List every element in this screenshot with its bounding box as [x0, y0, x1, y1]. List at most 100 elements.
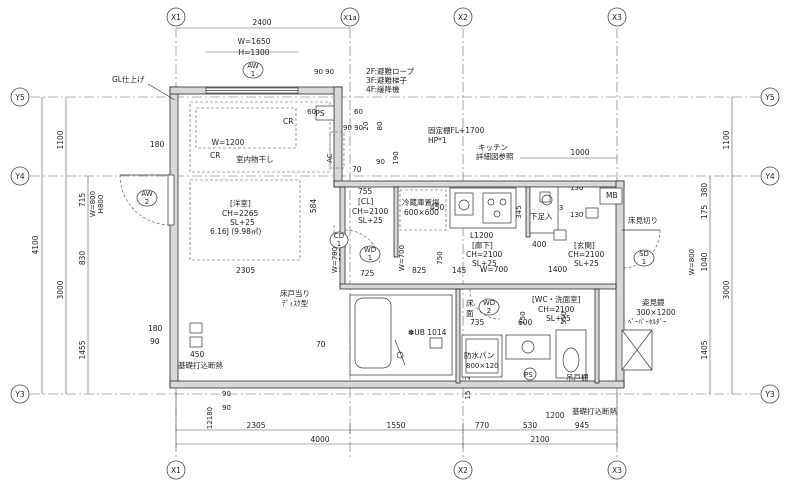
svg-text:300×1200: 300×1200: [636, 308, 676, 317]
svg-text:550: 550: [560, 311, 568, 324]
window-tag-aw1: AW 1: [242, 61, 264, 79]
svg-text:Y5: Y5: [764, 93, 775, 102]
svg-text:W=800: W=800: [89, 191, 97, 217]
svg-text:20: 20: [362, 122, 370, 131]
svg-text:AW: AW: [141, 190, 152, 198]
svg-text:770: 770: [475, 421, 490, 430]
ps-label-2: PS: [524, 371, 533, 379]
svg-text:1455: 1455: [78, 340, 87, 359]
svg-text:450: 450: [190, 350, 205, 359]
wc-title: [WC・洗面室]: [532, 294, 581, 304]
svg-text:90: 90: [376, 158, 385, 166]
kitchen-label: キッチン: [478, 143, 508, 152]
grid-bubble-x3-bottom: X3: [607, 460, 627, 480]
insulation-label-left: 基礎打込断熱: [178, 360, 223, 370]
svg-text:175: 175: [700, 205, 709, 220]
window-tag-aw2: AW 2: [136, 189, 158, 207]
svg-text:2400: 2400: [252, 18, 271, 27]
svg-text:X1: X1: [171, 466, 181, 475]
svg-text:1: 1: [251, 70, 255, 78]
mb-label: MB: [606, 191, 618, 200]
doorstop-label: 床戸当り: [280, 288, 310, 298]
svg-text:725: 725: [360, 269, 375, 278]
grid-bubble-x2-top: X2: [453, 7, 473, 27]
cr-label-2: CR: [210, 151, 220, 160]
grid-bubble-y4-right: Y4: [760, 166, 780, 186]
paper-holder-label: ﾍﾟｰﾊﾟｰﾎﾙﾀﾞｰ: [628, 318, 667, 326]
svg-text:W=780: W=780: [331, 247, 339, 273]
l1200-label: L1200: [470, 231, 493, 240]
evac-label-3: 4F:緩降機: [366, 84, 400, 94]
svg-text:1200: 1200: [545, 411, 564, 420]
svg-text:90 90: 90 90: [343, 124, 363, 132]
hanging-cabinet-label: 吊戸棚: [566, 372, 589, 382]
grid-bubble-x2-bottom: X2: [453, 460, 473, 480]
svg-text:600×600: 600×600: [404, 208, 439, 217]
svg-text:830: 830: [78, 251, 87, 266]
svg-text:345: 345: [515, 205, 523, 218]
svg-text:755: 755: [358, 187, 373, 196]
grid-bubble-y3-right: Y3: [760, 384, 780, 404]
grid-bubbles: X1 X1a X2 X3 X1 X2 X3 Y5 Y4 Y3 Y5 Y4 Y3: [10, 7, 780, 480]
svg-text:SL+25: SL+25: [230, 218, 255, 227]
svg-text:X3: X3: [612, 13, 622, 22]
svg-text:4000: 4000: [310, 435, 329, 444]
hp-label: HP*1: [428, 136, 447, 145]
svg-text:1000: 1000: [570, 148, 589, 157]
door-tag-wd1: WD 1: [359, 245, 381, 263]
svg-text:SL+25: SL+25: [358, 216, 383, 225]
svg-text:80: 80: [376, 122, 384, 131]
svg-text:CH=2265: CH=2265: [222, 209, 258, 218]
svg-text:90: 90: [150, 337, 160, 346]
door-tag-sd1: SD 1: [633, 249, 655, 267]
svg-text:180: 180: [150, 140, 165, 149]
svg-text:1120: 1120: [464, 371, 472, 389]
evac-label-2: 3F:避難梯子: [366, 75, 408, 85]
floor-trim-label: 床見切り: [628, 215, 658, 225]
insulation-label-right: 基礎打込断熱: [572, 406, 617, 416]
svg-text:4100: 4100: [31, 235, 40, 254]
svg-text:70: 70: [352, 165, 362, 174]
svg-text:CD: CD: [334, 232, 344, 240]
svg-text:CH=2100: CH=2100: [568, 250, 604, 259]
svg-text:90: 90: [222, 404, 231, 412]
svg-text:380: 380: [700, 183, 709, 198]
svg-text:W=1650: W=1650: [238, 37, 271, 46]
svg-text:400: 400: [532, 240, 547, 249]
svg-text:825: 825: [412, 266, 427, 275]
svg-text:530: 530: [523, 421, 538, 430]
grid-bubble-y5-left: Y5: [10, 87, 30, 107]
svg-text:3000: 3000: [56, 280, 65, 299]
dimension-lines: 2400 W=1650 H=1300 W=1200 1000 2305 1550…: [31, 18, 733, 448]
svg-text:180: 180: [148, 324, 163, 333]
svg-text:600: 600: [518, 318, 533, 327]
svg-text:90 90: 90 90: [314, 68, 334, 76]
svg-text:584: 584: [309, 199, 318, 214]
gl-finish-label: GL仕上げ: [112, 74, 145, 84]
svg-text:15: 15: [464, 391, 472, 400]
yoshitsu-title: [洋室]: [230, 198, 251, 208]
svg-text:130: 130: [570, 184, 583, 192]
svg-text:1100: 1100: [56, 130, 65, 149]
svg-text:1550: 1550: [386, 421, 405, 430]
svg-text:X2: X2: [458, 13, 468, 22]
grid-bubble-y5-right: Y5: [760, 87, 780, 107]
svg-text:130: 130: [570, 211, 583, 219]
svg-text:1: 1: [642, 258, 646, 266]
door-tag-cd1: CD 1: [329, 231, 349, 249]
grid-lines: [30, 28, 762, 458]
svg-text:1040: 1040: [700, 252, 709, 271]
svg-text:W=1200: W=1200: [212, 138, 245, 147]
evac-label-1: 2F:避難ロープ: [366, 66, 415, 76]
cr-label-1: CR: [283, 117, 293, 126]
svg-text:1: 1: [368, 254, 372, 262]
svg-text:WD: WD: [364, 246, 376, 254]
svg-text:X3: X3: [612, 466, 622, 475]
svg-text:Y3: Y3: [764, 390, 775, 399]
svg-text:Y3: Y3: [14, 390, 25, 399]
svg-text:CH=2100: CH=2100: [538, 305, 574, 314]
fixed-shelf-label: 固定棚FL+1700: [428, 125, 485, 135]
grid-bubble-y4-left: Y4: [10, 166, 30, 186]
svg-text:60: 60: [354, 108, 363, 116]
